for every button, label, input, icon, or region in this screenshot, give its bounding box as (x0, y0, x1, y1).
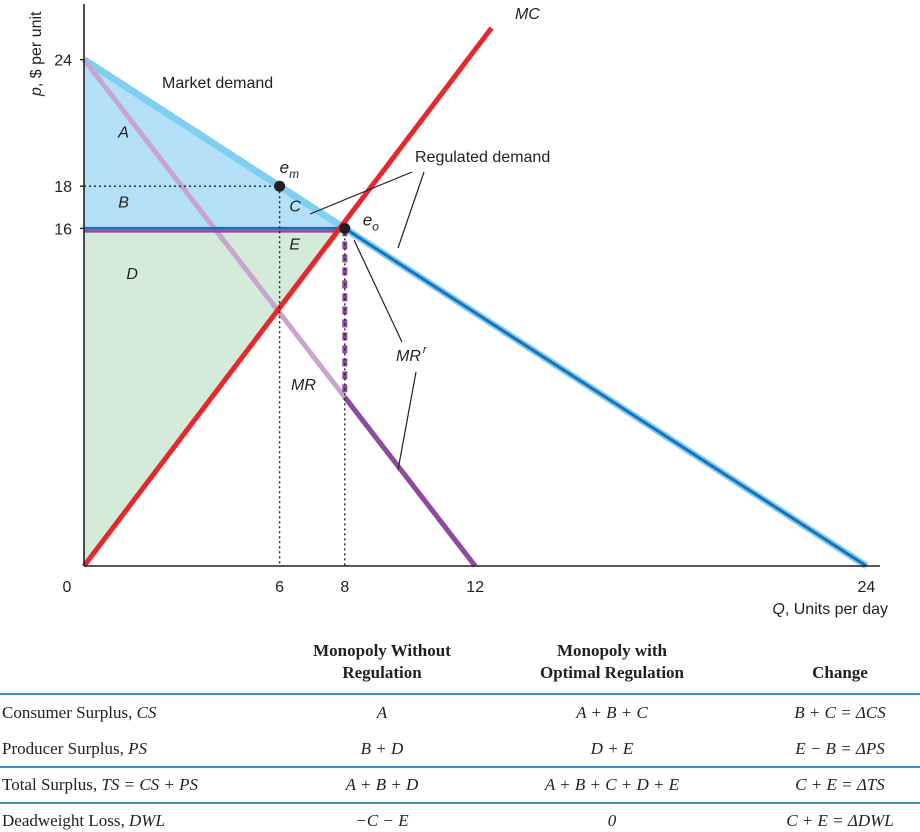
x-tick-label: 0 (63, 579, 72, 596)
regulated-demand-label: Regulated demand (415, 149, 550, 166)
table-cell: A (376, 703, 388, 722)
row-label: Consumer Surplus, CS (2, 703, 156, 723)
mrr-text: MR (396, 348, 421, 365)
table-cell: E − B = ΔPS (795, 739, 885, 758)
table-cell: D + E (590, 739, 634, 758)
mrr-leader-2 (397, 371, 417, 471)
row-label: Total Surplus, TS = CS + PS (2, 775, 198, 795)
table-rule (0, 766, 920, 768)
table-rule (0, 802, 920, 804)
row-label-text: Deadweight Loss, (2, 811, 130, 830)
table-cell: B + C = ΔCS (794, 703, 886, 722)
table-row: Producer Surplus, PS B + D D + E E − B = ΔP… (0, 731, 920, 767)
table-cell: A + B + D (345, 775, 419, 794)
header-change: Change (750, 662, 920, 684)
regulated-demand-leader-1 (309, 171, 413, 215)
area-label: E (289, 237, 300, 254)
regulated-demand-segment (343, 227, 868, 568)
table-cell: A + B + C (576, 703, 648, 722)
x-tick-label: 12 (466, 579, 484, 596)
equilibrium-label: eo (363, 210, 379, 233)
mc-line (82, 26, 494, 568)
table-body: Consumer Surplus, CS A A + B + C B + C = ΔC… (0, 695, 920, 832)
point-letter: e (363, 210, 372, 229)
x-tick-label: 8 (340, 579, 349, 596)
header-line: Change (812, 663, 868, 682)
header-with-regulation: Monopoly with Optimal Regulation (512, 640, 712, 684)
table-cell: C + E = ΔTS (795, 775, 885, 794)
row-label-text: Consumer Surplus, (2, 703, 137, 722)
area-label: C (289, 199, 301, 216)
row-label: Deadweight Loss, DWL (2, 811, 165, 831)
table-row: Consumer Surplus, CS A A + B + C B + C = ΔC… (0, 695, 920, 731)
point-letter: e (280, 158, 289, 177)
row-label-text: Total Surplus, (2, 775, 102, 794)
header-line: Regulation (342, 663, 422, 682)
x-axis-unit: , Units per day (785, 601, 888, 618)
y-axis-unit: , $ per unit (28, 11, 45, 87)
row-label-abbr: CS (136, 703, 157, 722)
market-demand-label: Market demand (162, 75, 273, 92)
guide-lines (84, 185, 346, 566)
row-label-abbr: PS (128, 739, 147, 758)
mrr-segment (342, 395, 478, 568)
y-tick-label: 24 (54, 53, 72, 70)
welfare-table: Monopoly Without Regulation Monopoly wit… (0, 640, 920, 830)
equilibrium-point (339, 222, 351, 234)
area-label: A (117, 125, 129, 142)
table-header: Monopoly Without Regulation Monopoly wit… (0, 640, 920, 692)
x-axis-var: Q (772, 601, 784, 618)
table-cell: 0 (607, 811, 617, 830)
table-cell: C + E = ΔDWL (786, 811, 894, 830)
table-row: Deadweight Loss, DWL −C − E 0 C + E = ΔDWL (0, 803, 920, 832)
y-axis-title: p, $ per unit (28, 11, 45, 97)
x-tick-label: 24 (858, 579, 876, 596)
x-axis-title: Q, Units per day (772, 601, 888, 618)
area-label: D (126, 266, 138, 283)
area-label: B (118, 194, 129, 211)
mrr-leader-1 (353, 239, 403, 343)
header-without-regulation: Monopoly Without Regulation (282, 640, 482, 684)
y-axis-var: p (28, 87, 45, 97)
mr-label: MR (291, 377, 316, 394)
equilibrium-point (274, 180, 286, 192)
y-tick-label: 16 (54, 221, 72, 238)
mrr-superscript: r (423, 344, 428, 356)
y-tick-label: 18 (54, 179, 72, 196)
table-row: Total Surplus, TS = CS + PS A + B + D A + … (0, 767, 920, 803)
point-subscript: m (289, 167, 299, 181)
curves (82, 26, 869, 569)
row-label-text: Producer Surplus, (2, 739, 129, 758)
table-cell: A + B + C + D + E (544, 775, 680, 794)
row-label: Producer Surplus, PS (2, 739, 147, 759)
row-label-abbr: DWL (129, 811, 165, 830)
header-line: Monopoly with (556, 641, 668, 660)
equilibrium-label: em (280, 158, 299, 181)
table-rule (0, 693, 920, 695)
table-cell: B + D (360, 739, 404, 758)
header-line: Monopoly Without (313, 641, 451, 660)
mc-label: MC (515, 6, 540, 23)
table-cell: −C − E (355, 811, 409, 830)
row-label-abbr: TS = CS + PS (101, 775, 199, 794)
regulated-demand-leader-2 (397, 171, 425, 249)
header-line: Optimal Regulation (539, 663, 685, 682)
point-subscript: o (372, 219, 379, 233)
x-tick-label: 6 (275, 579, 284, 596)
